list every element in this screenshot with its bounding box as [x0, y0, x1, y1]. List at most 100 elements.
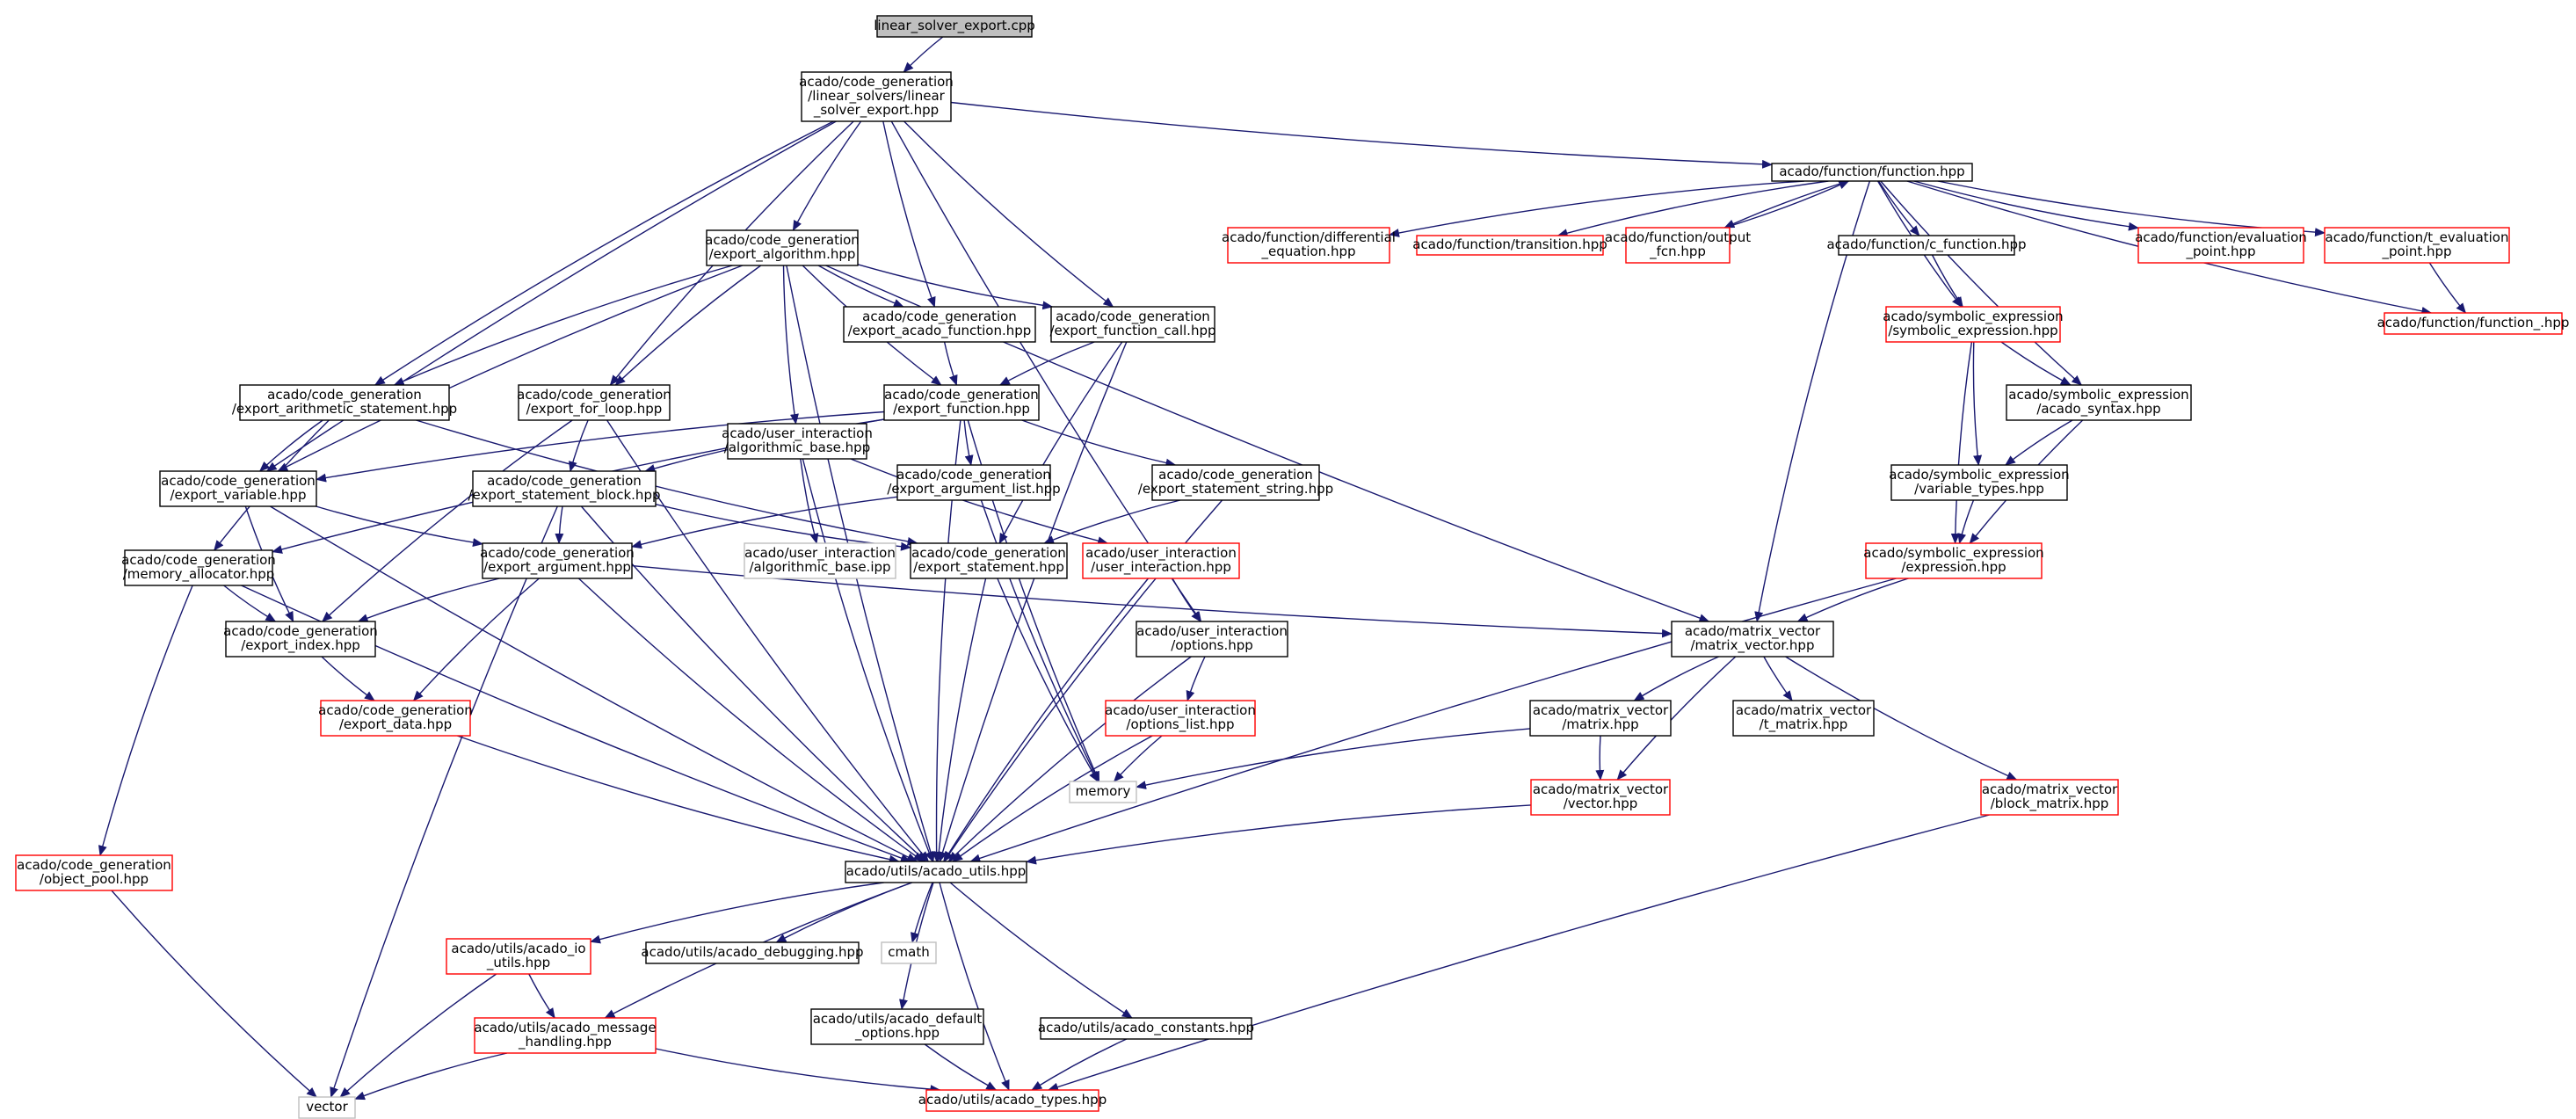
node-ess[interactable]: acado/code_generation/export_statement_s… [1138, 464, 1333, 501]
node-vartypes[interactable]: acado/symbolic_expression/variable_types… [1889, 464, 2070, 501]
node-box-uiopt [1136, 621, 1288, 658]
node-root[interactable]: linear_solver_export.cpp [874, 15, 1035, 38]
node-label-defopt-1: _options.hpp [854, 1025, 940, 1042]
node-mvvec[interactable]: acado/matrix_vector/vector.hpp [1530, 779, 1671, 816]
node-label-ef-0: acado/code_generation [884, 387, 1039, 403]
edge-ed-to-utils [457, 735, 900, 864]
node-ealg[interactable]: acado/code_generation/export_algorithm.h… [705, 229, 860, 266]
node-label-cmath-0: cmath [888, 944, 929, 960]
node-esb[interactable]: acado/code_generation/export_statement_b… [468, 470, 661, 507]
node-tevalpt[interactable]: acado/function/t_evaluation_point.hpp [2324, 227, 2510, 264]
node-box-cmath [881, 941, 937, 964]
node-utils[interactable]: acado/utils/acado_utils.hpp [845, 861, 1027, 883]
node-uiopt[interactable]: acado/user_interaction/options.hpp [1136, 621, 1288, 658]
node-label-uiui-1: /user_interaction.hpp [1091, 559, 1231, 576]
node-label-vector-0: vector [306, 1099, 348, 1115]
node-mvmat[interactable]: acado/matrix_vector/matrix.hpp [1529, 700, 1672, 737]
node-dbg[interactable]: acado/utils/acado_debugging.hpp [641, 941, 864, 964]
node-uioptl[interactable]: acado/user_interaction/options_list.hpp [1105, 700, 1256, 737]
node-trans[interactable]: acado/function/transition.hpp [1412, 235, 1607, 256]
node-label-efl-1: /export_for_loop.hpp [526, 401, 663, 418]
node-symexp[interactable]: acado/symbolic_expression/symbolic_expre… [1883, 306, 2064, 343]
node-label-ess-0: acado/code_generation [1158, 467, 1313, 483]
edge-func-to-evalpt [1913, 180, 2139, 231]
node-label-mvtmat-0: acado/matrix_vector [1736, 702, 1872, 719]
edge-ealg-to-ev [277, 265, 744, 472]
node-cfunc[interactable]: acado/function/c_function.hpp [1826, 235, 2027, 256]
node-ea[interactable]: acado/code_generation/export_argument.hp… [480, 542, 635, 579]
node-label-eaf-0: acado/code_generation [862, 309, 1017, 325]
node-label-objpool-1: /object_pool.hpp [40, 871, 149, 888]
node-ei[interactable]: acado/code_generation/export_index.hpp [223, 621, 378, 658]
node-eaf[interactable]: acado/code_generation/export_acado_funct… [843, 306, 1036, 343]
node-label-mvmat-1: /matrix.hpp [1562, 716, 1638, 732]
node-eas[interactable]: acado/code_generation/export_arithmetic_… [232, 384, 457, 421]
node-types[interactable]: acado/utils/acado_types.hpp [918, 1089, 1107, 1112]
node-msgh[interactable]: acado/utils/acado_message_handling.hpp [474, 1017, 657, 1054]
edge-ioutils-to-msgh [528, 973, 555, 1019]
node-acsyn[interactable]: acado/symbolic_expression/acado_syntax.h… [2006, 384, 2192, 421]
node-es[interactable]: acado/code_generation/export_statement.h… [910, 542, 1068, 579]
node-box-eaf [843, 306, 1036, 343]
node-box-algipp [744, 542, 896, 579]
node-objpool[interactable]: acado/code_generation/object_pool.hpp [15, 854, 173, 891]
node-box-mvblk [1980, 779, 2119, 816]
node-box-cfunc [1838, 235, 2015, 256]
node-defopt[interactable]: acado/utils/acado_default_options.hpp [810, 1008, 984, 1045]
node-diffeq[interactable]: acado/function/differential_equation.hpp [1222, 227, 1396, 264]
node-box-mvvec [1530, 779, 1671, 816]
node-consts[interactable]: acado/utils/acado_constants.hpp [1038, 1017, 1254, 1040]
edge-uiopt-to-utils [947, 656, 1192, 862]
node-expr[interactable]: acado/symbolic_expression/expression.hpp [1863, 542, 2044, 579]
node-func[interactable]: acado/function/function.hpp [1771, 163, 1973, 182]
edge-uiui-to-utils [943, 578, 1150, 862]
node-uialg[interactable]: acado/user_interaction/algorithmic_base.… [722, 423, 873, 460]
node-box-evalpt [2137, 227, 2304, 264]
node-outfcn[interactable]: acado/function/output_fcn.hpp [1605, 227, 1751, 264]
node-box-uiui [1082, 542, 1240, 579]
node-mvtmat[interactable]: acado/matrix_vector/t_matrix.hpp [1732, 700, 1875, 737]
node-evalpt[interactable]: acado/function/evaluation_point.hpp [2135, 227, 2307, 264]
node-label-utils-0: acado/utils/acado_utils.hpp [846, 863, 1027, 880]
node-mv[interactable]: acado/matrix_vector/matrix_vector.hpp [1671, 621, 1834, 658]
node-ef[interactable]: acado/code_generation/export_function.hp… [883, 384, 1040, 421]
edge-ev-to-ea [316, 505, 483, 548]
node-func_[interactable]: acado/function/function_.hpp [2377, 312, 2570, 335]
edge-consts-to-types [1031, 1038, 1128, 1091]
node-ioutils[interactable]: acado/utils/acado_io_utils.hpp [446, 938, 591, 975]
edge-utils-to-cmath [911, 882, 933, 943]
node-efl[interactable]: acado/code_generation/export_for_loop.hp… [517, 384, 671, 421]
node-label-ea-1: /export_argument.hpp [483, 559, 631, 576]
node-memalloc[interactable]: acado/code_generation/memory_allocator.h… [121, 549, 276, 586]
node-box-uialg [727, 423, 867, 460]
node-mvblk[interactable]: acado/matrix_vector/block_matrix.hpp [1980, 779, 2119, 816]
edge-ealg-to-uialg [782, 265, 799, 425]
node-ev[interactable]: acado/code_generation/export_variable.hp… [159, 470, 317, 507]
node-label-mv-0: acado/matrix_vector [1685, 623, 1821, 640]
node-label-consts-0: acado/utils/acado_constants.hpp [1038, 1020, 1254, 1036]
node-label-func_-0: acado/function/function_.hpp [2377, 315, 2570, 331]
edge-ev-to-utils [270, 505, 918, 862]
node-label-diffeq-1: _equation.hpp [1261, 243, 1356, 260]
node-algipp: acado/user_interaction/algorithmic_base.… [744, 542, 896, 579]
edge-mv-to-mvvec [1616, 656, 1737, 781]
node-box-root [876, 15, 1033, 38]
node-label-ei-0: acado/code_generation [223, 623, 378, 640]
node-uiui[interactable]: acado/user_interaction/user_interaction.… [1082, 542, 1240, 579]
edge-efc-to-ef [998, 341, 1095, 386]
node-label-msgh-1: _handling.hpp [518, 1034, 612, 1050]
node-efc[interactable]: acado/code_generation/export_function_ca… [1049, 306, 1216, 343]
node-lse[interactable]: acado/code_generation/linear_solvers/lin… [799, 71, 954, 122]
edge-mv-to-mvmat [1633, 656, 1719, 701]
edge-defopt-to-types [924, 1043, 998, 1091]
node-ed[interactable]: acado/code_generation/export_data.hpp [318, 700, 473, 737]
node-label-lse-0: acado/code_generation [799, 74, 954, 91]
node-eal[interactable]: acado/code_generation/export_argument_li… [887, 464, 1061, 501]
node-label-ed-1: /export_data.hpp [339, 716, 452, 733]
edge-ea-to-ei [357, 578, 500, 622]
node-box-symexp [1885, 306, 2061, 343]
edge-esb-to-vector [330, 505, 558, 1098]
node-label-symexp-1: /symbolic_expression.hpp [1888, 323, 2057, 339]
edge-msgh-to-vector [354, 1052, 508, 1101]
